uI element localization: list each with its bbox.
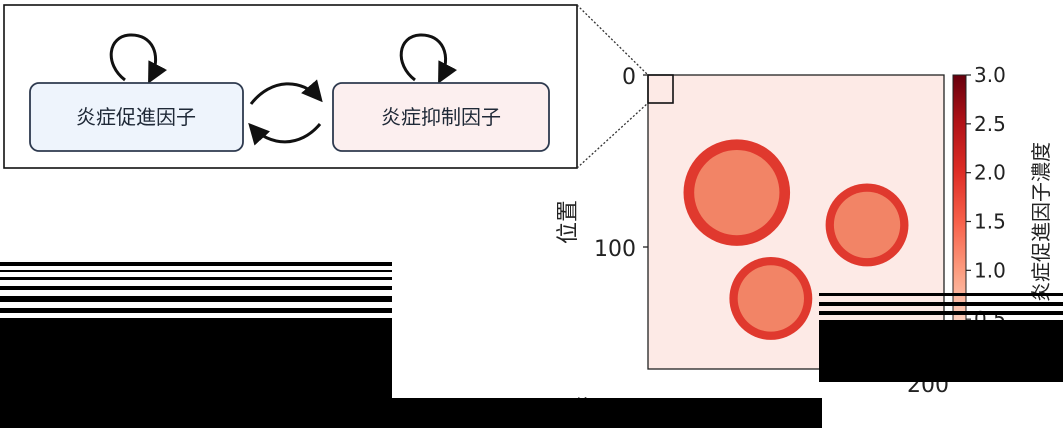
occlusion-block-left	[0, 318, 392, 428]
occlusion-overlay	[0, 262, 1063, 428]
scanline-7	[819, 293, 1063, 296]
heatmap-frame	[647, 74, 945, 370]
spot-2-core	[737, 265, 804, 332]
feedback-diagram: 炎症促進因子 炎症抑制因子	[3, 4, 578, 169]
suppressor-node-label: 炎症抑制因子	[381, 105, 501, 129]
zoom-connector-top	[576, 4, 649, 76]
occlusion-block-bottom	[392, 398, 822, 428]
scanline-9	[819, 311, 1063, 315]
colorbar-tick-label-2: 2.0	[974, 161, 1006, 185]
spot-0-core	[694, 149, 780, 236]
colorbar-label: 炎症促進因子濃度	[1029, 142, 1053, 302]
promoter-to-suppressor-arrow	[249, 79, 323, 105]
spot-1-core	[833, 191, 901, 259]
scanline-8	[819, 302, 1063, 306]
promoter-node-label: 炎症促進因子	[76, 105, 196, 129]
spots-layer	[683, 139, 909, 340]
scanline-5	[0, 296, 392, 302]
colorbar-tick-label-3: 1.5	[974, 210, 1006, 234]
suppressor-node	[332, 82, 550, 152]
heatmap-chart: 0 100 200 位置 位置	[556, 65, 949, 422]
scanline-4	[0, 286, 392, 290]
promoter-node	[29, 82, 244, 152]
promoter-self-loop-arrow	[109, 33, 168, 84]
colorbar-tick-label-4: 1.0	[974, 258, 1006, 282]
zoom-region-box	[647, 74, 674, 104]
scanline-3	[0, 277, 392, 280]
zoom-connector-bottom	[576, 102, 649, 169]
y-axis-label: 位置	[556, 200, 581, 244]
suppressor-to-promoter-arrow	[248, 122, 322, 146]
scanline-1	[0, 262, 392, 266]
y-tick-label-0: 0	[622, 65, 636, 90]
colorbar-tick-label-0: 3.0	[974, 63, 1006, 87]
suppressor-self-loop-arrow	[399, 33, 458, 84]
colorbar-tick-label-1: 2.5	[974, 112, 1006, 136]
occlusion-block-right	[819, 320, 1063, 382]
scanline-2	[0, 270, 392, 272]
y-tick-label-100: 100	[594, 237, 636, 262]
scanline-6	[0, 308, 392, 313]
